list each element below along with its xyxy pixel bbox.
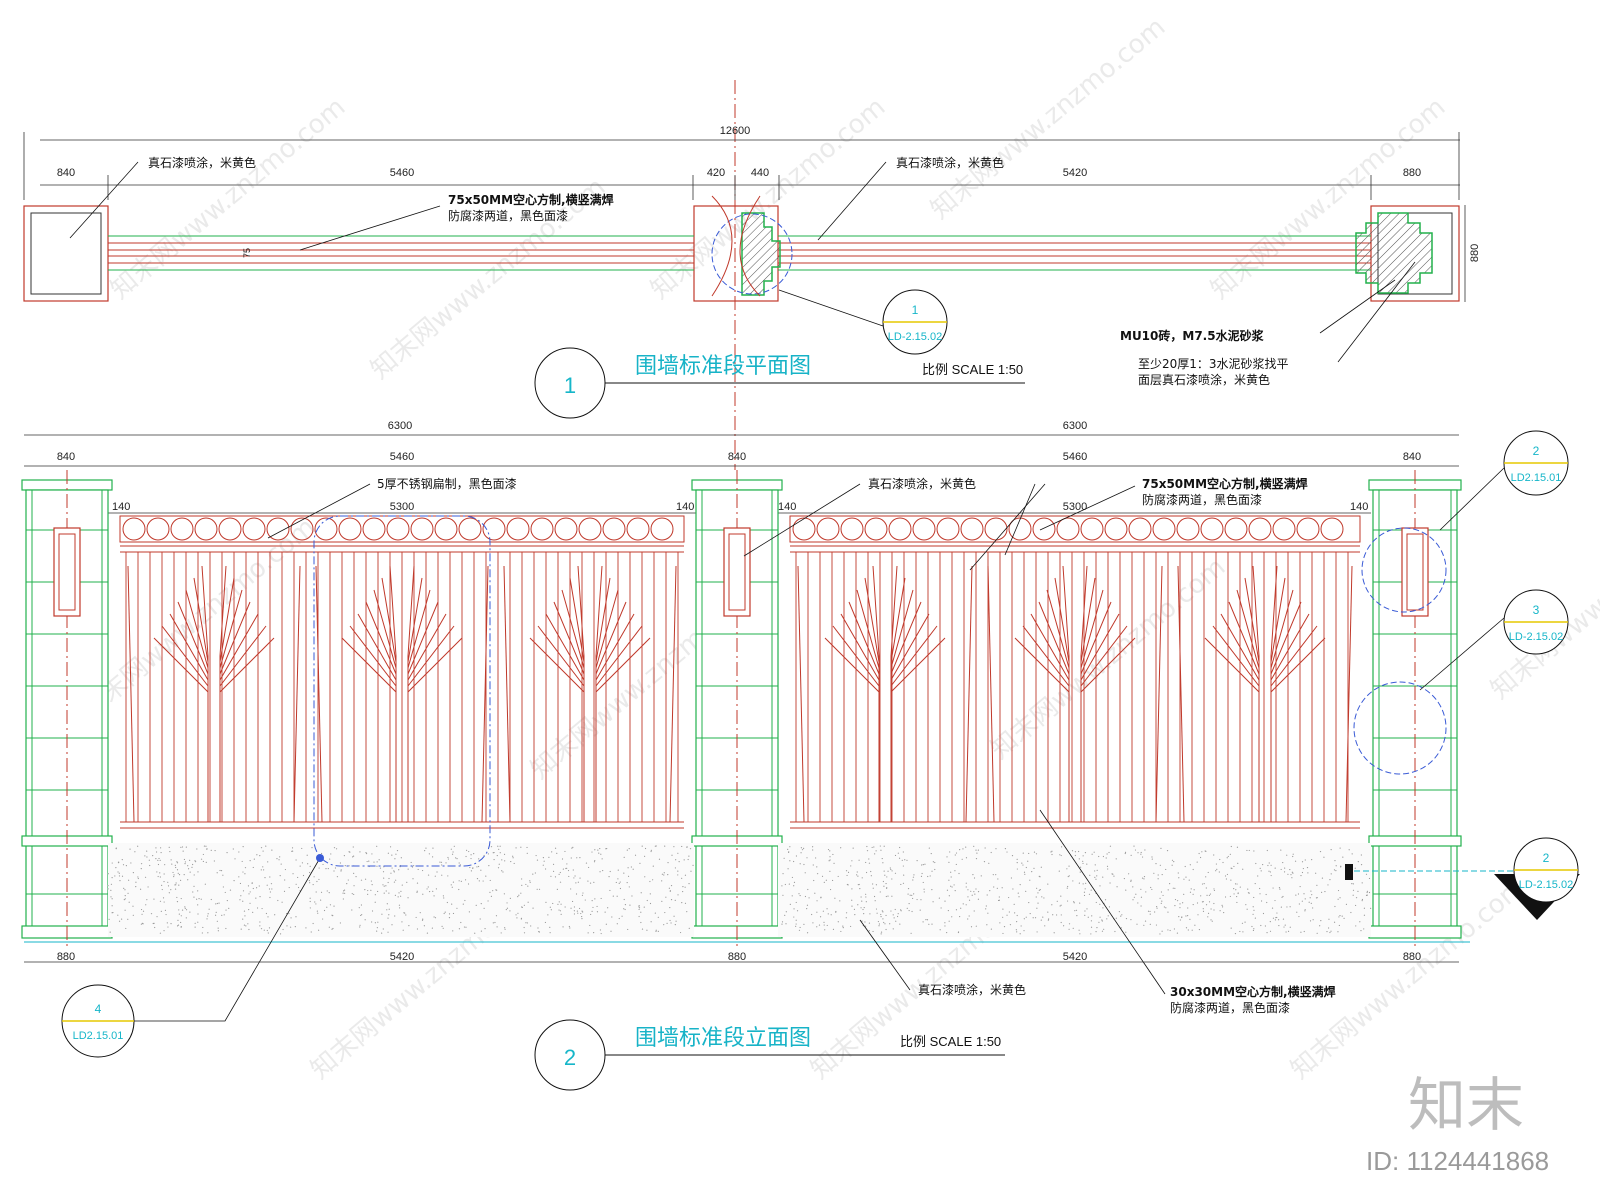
callout-num: 2 bbox=[1543, 851, 1550, 865]
callout-ref: LD-2.15.02 bbox=[1519, 879, 1573, 891]
elev-scale: 比例 SCALE 1:50 bbox=[900, 1034, 1001, 1049]
elev-note-tube30-1: 30x30MM空心方制,横竖满焊 bbox=[1170, 984, 1336, 999]
elev-note-tube75-1: 75x50MM空心方制,横竖满焊 bbox=[1142, 476, 1308, 491]
dim-elev-inset-a: 140 bbox=[112, 501, 130, 513]
detail-circle-top bbox=[1361, 527, 1447, 613]
watermark-logo: 知末 bbox=[1408, 1071, 1524, 1139]
callout-num: 4 bbox=[95, 1002, 102, 1016]
plan-note-tube-2: 防腐漆两道，黑色面漆 bbox=[448, 208, 568, 223]
elev-note-tube75-2: 防腐漆两道，黑色面漆 bbox=[1142, 492, 1262, 507]
plan-note-stone-left: 真石漆喷涂，米黄色 bbox=[148, 155, 256, 170]
plan-note-render-1: 至少20厚1：3水泥砂浆找平 bbox=[1138, 356, 1289, 371]
dim-elev-b-p3: 880 bbox=[1403, 951, 1421, 963]
pillars bbox=[21, 470, 1462, 950]
plan-callout-num: 1 bbox=[912, 303, 919, 317]
elevation-pillar bbox=[21, 470, 113, 950]
dim-depth: 880 bbox=[1469, 244, 1481, 262]
dim-elev-p1: 840 bbox=[57, 451, 75, 463]
dim-right-pillar: 880 bbox=[1403, 167, 1421, 179]
dim-right-span: 5420 bbox=[1063, 167, 1087, 179]
plan-note-stone-right: 真石漆喷涂，米黄色 bbox=[896, 155, 1004, 170]
callout-ref: LD2.15.01 bbox=[73, 1030, 124, 1042]
elev-note-flat-steel: 5厚不锈钢扁制，黑色面漆 bbox=[377, 477, 517, 491]
elevation-pillar bbox=[691, 470, 783, 950]
watermark-text: 知末网www.znzmo.com bbox=[925, 12, 1171, 225]
fence-panel bbox=[789, 515, 1361, 829]
elev-note-stone: 真石漆喷涂，米黄色 bbox=[868, 476, 976, 491]
dim-elev-inset-d: 140 bbox=[1350, 501, 1368, 513]
dim-elev-b-p1: 880 bbox=[57, 951, 75, 963]
elev-note-base: 真石漆喷涂，米黄色 bbox=[918, 982, 1026, 997]
elevation-view: 6300 6300 840 5460 840 5460 840 140 5300… bbox=[21, 420, 1580, 1091]
stone-base bbox=[24, 843, 1470, 943]
elev-title-number: 2 bbox=[564, 1045, 576, 1070]
plan-note-brick: MU10砖，M7.5水泥砂浆 bbox=[1120, 328, 1265, 343]
fence-panel bbox=[119, 515, 685, 829]
dim-elev-right-half: 6300 bbox=[1063, 420, 1087, 432]
dim-total: 12600 bbox=[720, 125, 751, 137]
plan-right-core bbox=[1355, 212, 1433, 294]
dim-elev-s1: 5460 bbox=[390, 451, 414, 463]
callout-num: 3 bbox=[1533, 603, 1540, 617]
dim-elev-b-s1: 5420 bbox=[390, 951, 414, 963]
callout-ref: LD2.15.01 bbox=[1511, 472, 1562, 484]
callout-num: 2 bbox=[1533, 444, 1540, 458]
dim-left-span: 5460 bbox=[390, 167, 414, 179]
plan-callout-ref: LD-2.15.02 bbox=[888, 331, 942, 343]
dim-elev-inset-c: 140 bbox=[778, 501, 796, 513]
dim-elev-b-p2: 880 bbox=[728, 951, 746, 963]
plan-left-pillar bbox=[23, 205, 109, 302]
dim-elev-b-s2: 5420 bbox=[1063, 951, 1087, 963]
detail-circle-mid bbox=[1353, 681, 1447, 775]
detail-box bbox=[313, 515, 491, 867]
detail-circle bbox=[711, 213, 793, 295]
plan-title-number: 1 bbox=[564, 373, 576, 398]
plan-title: 围墙标准段平面图 bbox=[635, 354, 811, 379]
elev-title: 围墙标准段立面图 bbox=[635, 1026, 811, 1051]
dim-left-pillar: 840 bbox=[57, 167, 75, 179]
callout-ref: LD-2.15.02 bbox=[1509, 631, 1563, 643]
plan-view: 12600 840 5460 420 440 5420 880 880 bbox=[23, 80, 1481, 470]
elev-callout-2a: 2 LD2.15.01 bbox=[1439, 430, 1569, 531]
dim-mid-right: 440 bbox=[751, 167, 769, 179]
dim-elev-p3: 840 bbox=[1403, 451, 1421, 463]
plan-scale: 比例 SCALE 1:50 bbox=[922, 362, 1023, 377]
watermark-id: ID: 1124441868 bbox=[1366, 1146, 1549, 1176]
dim-elev-left-half: 6300 bbox=[388, 420, 412, 432]
elev-callout-3: 3 LD-2.15.02 bbox=[1419, 589, 1569, 691]
plan-note-tube-1: 75x50MM空心方制,横竖满焊 bbox=[448, 192, 614, 207]
elev-callout-2b: 2 LD-2.15.02 bbox=[1345, 837, 1580, 920]
dim-bar: 75 bbox=[242, 248, 252, 258]
fence-panels bbox=[119, 515, 1361, 829]
elevation-pillar bbox=[1368, 470, 1462, 950]
dim-elev-inner-b: 5300 bbox=[1063, 501, 1087, 513]
dim-elev-s2: 5460 bbox=[1063, 451, 1087, 463]
watermark-text: 知末网www.znzmo.com bbox=[105, 92, 351, 305]
elev-note-tube30-2: 防腐漆两道，黑色面漆 bbox=[1170, 1000, 1290, 1015]
dim-elev-inset-b: 140 bbox=[676, 501, 694, 513]
dim-elev-p2: 840 bbox=[728, 451, 746, 463]
dim-elev-inner-a: 5300 bbox=[390, 501, 414, 513]
elev-callout-4: 4 LD2.15.01 bbox=[61, 854, 324, 1058]
plan-mid-core bbox=[741, 212, 781, 296]
dim-mid-left: 420 bbox=[707, 167, 725, 179]
plan-note-render-2: 面层真石漆喷涂，米黄色 bbox=[1138, 372, 1270, 387]
